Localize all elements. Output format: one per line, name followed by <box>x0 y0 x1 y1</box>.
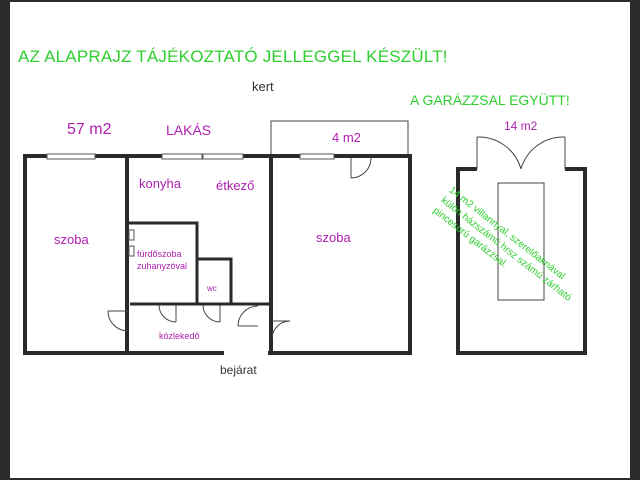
garage <box>456 136 587 355</box>
bathroom-label-line2: zuhanyzóval <box>137 261 188 271</box>
left-room-label: szoba <box>54 232 89 247</box>
kitchen-label: konyha <box>139 176 181 191</box>
apartment-area-label: 57 m2 <box>67 121 112 138</box>
right-room-label: szoba <box>316 230 351 245</box>
garage-area-label: 14 m2 <box>504 119 538 133</box>
entrance-gap <box>224 350 268 356</box>
windows <box>46 153 335 257</box>
door-swings <box>107 157 372 340</box>
garden-label: kert <box>252 79 274 94</box>
corridor-label: közlekedő <box>159 331 200 341</box>
entrance-label: bejárat <box>220 363 257 377</box>
garage-together-text: A GARÁZZSAL EGYÜTT! <box>410 92 570 108</box>
wc-label: wc <box>207 284 217 293</box>
balcony-area-label: 4 m2 <box>332 130 361 145</box>
bathroom-label-line1: fürdőszoba <box>137 249 182 259</box>
apartment-label: LAKÁS <box>166 122 212 138</box>
dining-label: étkező <box>216 178 255 193</box>
inspection-pit <box>497 182 545 301</box>
disclaimer-text: AZ ALAPRAJZ TÁJÉKOZTATÓ JELLEGGEL KÉSZÜL… <box>18 47 448 66</box>
